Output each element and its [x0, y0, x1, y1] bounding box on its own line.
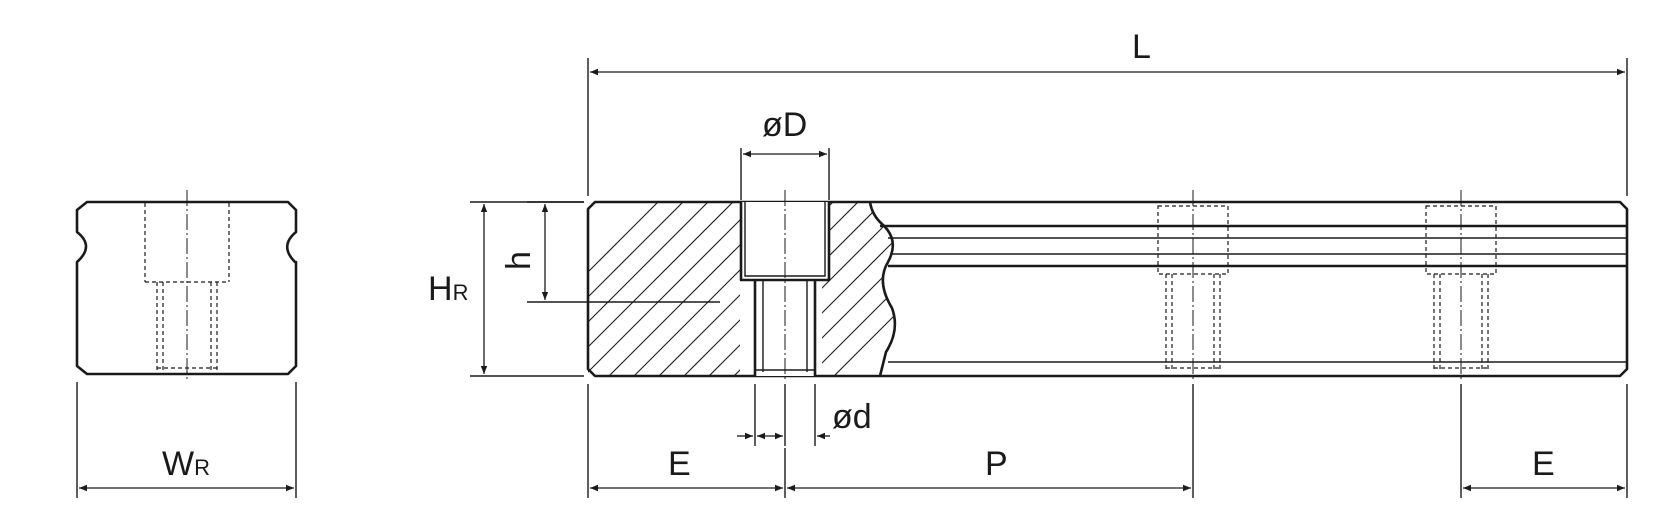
rail-groove-lines: [880, 224, 1627, 363]
counterbore-dimension: øD: [740, 106, 830, 200]
svg-text:HR: HR: [428, 270, 468, 308]
depth-dimension: h: [500, 201, 720, 303]
length-label: L: [1132, 28, 1151, 66]
width-label: W: [162, 445, 194, 483]
end-distance-right-label: E: [1532, 445, 1555, 483]
width-label-subscript: R: [194, 455, 210, 480]
rail-profile-outline: [75, 200, 298, 376]
bore-dimension: ød: [737, 384, 872, 446]
pitch-label: P: [985, 445, 1008, 483]
hidden-mounting-hole-1: [1150, 190, 1236, 382]
hidden-mounting-hole-2: [1418, 190, 1504, 382]
svg-text:WR: WR: [162, 445, 210, 483]
rail-side-outline: [586, 200, 1629, 378]
bore-diameter-label: ød: [832, 398, 872, 436]
rail-side-view: L øD h HR: [428, 28, 1629, 498]
end-distance-right-dimension: E: [1460, 384, 1628, 498]
width-dimension: WR: [76, 382, 297, 498]
end-distance-left-label: E: [668, 445, 691, 483]
end-view-hidden-holes: [144, 203, 230, 372]
height-label-subscript: R: [453, 280, 469, 305]
sectioned-mounting-hole: [739, 190, 831, 382]
end-distance-left-dimension: E: [587, 384, 786, 498]
length-dimension: L: [587, 28, 1628, 196]
height-label: H: [428, 270, 453, 308]
rail-end-view: WR: [75, 190, 298, 498]
counterbore-diameter-label: øD: [762, 106, 807, 144]
height-dimension: HR: [428, 201, 584, 377]
depth-label: h: [500, 251, 538, 270]
pitch-dimension: P: [787, 384, 1194, 498]
section-break-line: [868, 201, 897, 377]
